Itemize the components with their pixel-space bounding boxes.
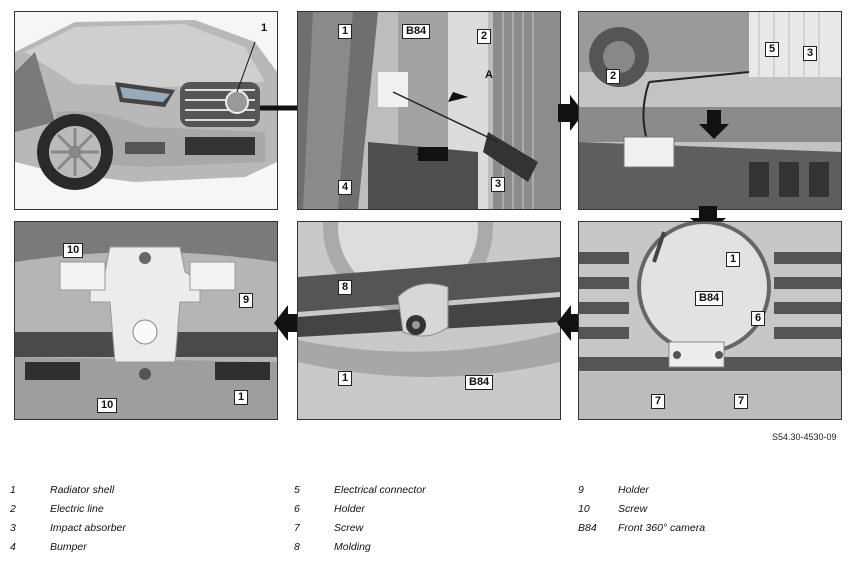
callout-6: 6 bbox=[751, 311, 766, 326]
arrow-down-icon bbox=[690, 206, 726, 234]
callout-1: 1 bbox=[726, 252, 741, 267]
callout-1: 1 bbox=[338, 371, 353, 386]
figure-panel-connector: 5 3 2 bbox=[578, 11, 842, 210]
figure-panel-vehicle-front: 1 bbox=[14, 11, 278, 210]
holder-detail-illustration bbox=[15, 222, 277, 419]
grille-camera-illustration bbox=[579, 222, 841, 419]
molding-illustration bbox=[298, 222, 560, 419]
callout-1: 1 bbox=[234, 390, 249, 405]
connector-illustration bbox=[579, 12, 841, 209]
figure-panel-molding: 8 1 B84 bbox=[297, 221, 561, 420]
callout-3: 3 bbox=[491, 177, 506, 192]
callout-10: 10 bbox=[63, 243, 84, 258]
callout-a: A bbox=[485, 69, 493, 81]
callout-2: 2 bbox=[477, 29, 492, 44]
arrow-left-icon bbox=[557, 305, 583, 341]
callout-7: 7 bbox=[651, 394, 666, 409]
callout-8: 8 bbox=[338, 280, 353, 295]
callout-1: 1 bbox=[261, 22, 268, 34]
vehicle-front-illustration bbox=[15, 12, 277, 209]
callout-9: 9 bbox=[239, 293, 254, 308]
callout-3: 3 bbox=[803, 46, 818, 61]
arrow-right-icon bbox=[558, 95, 584, 131]
arrow-left-icon bbox=[274, 305, 300, 341]
callout-5: 5 bbox=[765, 42, 780, 57]
callout-7: 7 bbox=[734, 394, 749, 409]
bumper-interior-illustration bbox=[298, 12, 560, 209]
figure-panel-bumper-interior: 1 B84 2 A 4 3 bbox=[297, 11, 561, 210]
callout-b84: B84 bbox=[402, 24, 431, 39]
figure-panel-grille-camera: 1 B84 6 7 7 bbox=[578, 221, 842, 420]
callout-2: 2 bbox=[606, 69, 621, 84]
callout-1: 1 bbox=[338, 24, 353, 39]
callout-b84: B84 bbox=[695, 291, 724, 306]
callout-4: 4 bbox=[338, 180, 353, 195]
callout-b84: B84 bbox=[465, 375, 494, 390]
document-reference: S54.30-4530-09 bbox=[772, 432, 837, 442]
figure-panel-holder-detail: 10 9 10 1 bbox=[14, 221, 278, 420]
callout-10: 10 bbox=[97, 398, 118, 413]
